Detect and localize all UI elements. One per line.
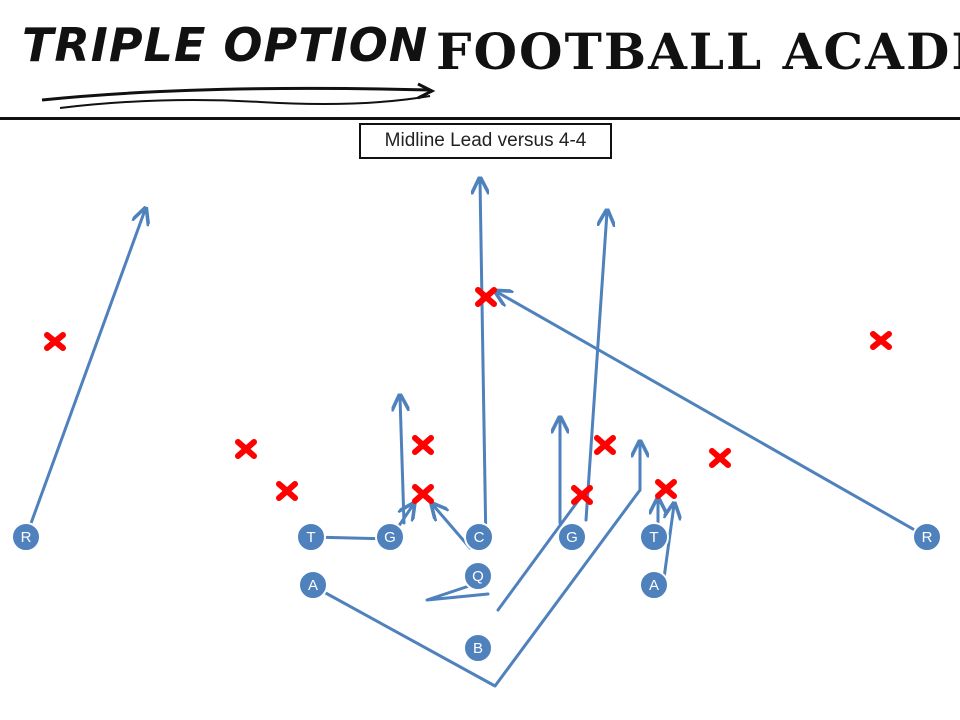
left-receiver-route	[24, 210, 145, 539]
brand-name-left: TRIPLE OPTION	[22, 18, 429, 72]
offense-players: R T G C G T R	[11, 522, 942, 663]
brand-name-right: FOOTBALL ACADEMY	[436, 22, 960, 81]
player-right-tackle: T	[639, 522, 669, 552]
brand-header: TRIPLE OPTION FOOTBALL ACADEMY	[0, 0, 960, 118]
player-label: T	[649, 529, 658, 546]
player-right-guard: G	[557, 522, 587, 552]
player-fullback: B	[463, 633, 493, 663]
player-center: C	[464, 522, 494, 552]
right-wingback-route	[662, 505, 674, 580]
defender-marker	[44, 332, 66, 351]
defender-marker	[475, 287, 497, 307]
player-label: Q	[472, 568, 484, 585]
player-label: T	[306, 529, 315, 546]
player-label: R	[21, 529, 32, 546]
quarterback-mesh	[425, 583, 490, 602]
header-divider	[0, 117, 960, 120]
defender-marker	[412, 435, 434, 455]
player-label: B	[473, 640, 483, 657]
wingback-motion-route	[320, 488, 642, 688]
player-label: C	[474, 529, 485, 546]
defender-marker	[235, 439, 257, 459]
player-right-wingback: A	[639, 570, 669, 600]
player-right-receiver: R	[912, 522, 942, 552]
defender-marker	[870, 331, 892, 350]
defender-marker	[594, 435, 616, 455]
defender-marker	[571, 485, 593, 505]
play-title: Midline Lead versus 4-4	[359, 123, 612, 159]
defender-marker	[412, 484, 434, 504]
route-lines	[24, 180, 929, 688]
right-receiver-route	[497, 292, 929, 539]
player-quarterback: Q	[463, 561, 493, 591]
defender-marker	[709, 448, 731, 468]
player-left-guard: G	[375, 522, 405, 552]
center-block	[433, 505, 472, 550]
player-label: A	[649, 577, 659, 594]
defender-marker	[655, 479, 677, 499]
brand-swoosh-icon	[41, 82, 436, 109]
center-vertical-route	[480, 180, 486, 550]
left-guard-route	[400, 397, 404, 525]
quarterback-path	[496, 488, 588, 612]
tackle-release-route	[584, 212, 607, 522]
player-label: G	[566, 529, 578, 546]
player-label: G	[384, 529, 396, 546]
player-left-wingback: A	[298, 570, 328, 600]
player-left-receiver: R	[11, 522, 41, 552]
player-left-tackle: T	[296, 522, 326, 552]
defenders	[44, 287, 892, 505]
player-label: A	[308, 577, 318, 594]
player-label: R	[922, 529, 933, 546]
defender-marker	[276, 481, 298, 501]
